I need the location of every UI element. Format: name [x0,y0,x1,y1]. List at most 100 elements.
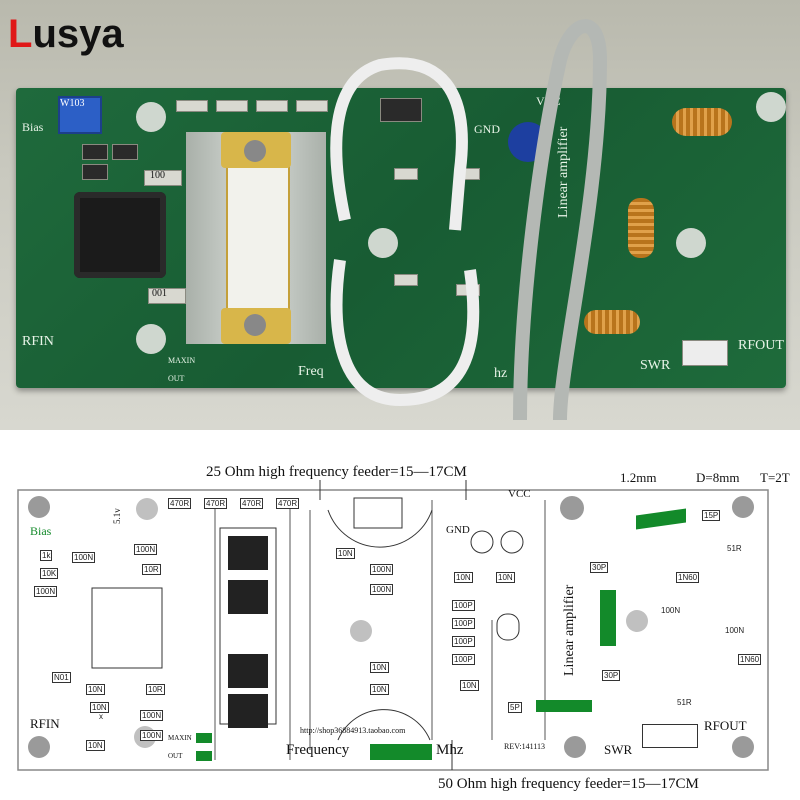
capacitor-label: 10N [370,684,389,695]
mount-hole-3 [676,228,706,258]
capacitor-label: 5P [508,702,522,713]
smd-part [296,100,328,112]
mhz-label: Mhz [436,742,464,758]
capacitor-label: 100P [452,654,475,665]
capacitor-label: 100N [660,606,682,615]
resistor-label: 51R [726,544,743,553]
capacitor-label: 100N [370,564,394,575]
out-pad [196,751,212,761]
rfout-label: RFOUT [704,718,747,733]
mount-hole-3 [732,496,754,518]
coil-mark-2 [600,590,616,646]
coax-cables [330,19,608,421]
feeder-25-ohm-caption: 25 Ohm high frequency feeder=15—17CM [206,464,467,480]
capacitor-label: 15P [702,510,721,521]
capacitor-label: 10N [496,572,515,583]
trim-pad-1 [136,498,158,520]
component-label: x [98,712,104,721]
bias-label: Bias [22,120,44,134]
capacitor-label: 100P [452,600,475,611]
component-label: N01 [52,672,71,683]
trim-pad-3 [626,610,648,632]
revision-label: REV:141113 [504,742,546,751]
vcc-label: VCC [508,488,531,500]
capacitor-label: 10N [90,702,109,713]
white-coax-lower [330,259,480,407]
capacitor-label: 100N [724,626,746,635]
brand-logo: Lusya [8,12,124,56]
toroid-coil-3 [584,310,640,334]
smd-part [380,98,422,122]
capacitor-label: 30P [590,562,609,573]
maxin-pad [196,733,212,743]
mount-hole-4 [28,736,50,758]
capacitor-label: 100N [72,552,96,563]
capacitor-label: 10N [86,684,105,695]
resistor-label: 470R [168,498,192,509]
capacitor-label: 10N [460,680,479,691]
resistor-label: 10R [142,564,161,575]
swr-label: SWR [640,358,671,373]
frequency-label: Frequency [286,742,350,758]
capacitor-label: 10N [336,548,355,559]
gnd-label: GND [446,524,470,536]
smd-part [394,274,418,286]
rfin-label: RFIN [30,716,60,731]
capacitor-label: 10N [86,740,105,751]
swr-connector-outline [642,724,698,748]
mount-hole-4 [136,324,166,354]
mount-hole-1 [28,496,50,518]
mount-hole-5 [756,92,786,122]
out-label: OUT [168,374,185,383]
linear-amplifier-label: Linear amplifier [562,584,577,676]
maxin-label: MAXIN [168,734,192,742]
mount-hole-1 [136,102,166,132]
capacitor-label: 100P [452,636,475,647]
transistor-pad [228,654,268,688]
capacitor-label: 100N [34,586,58,597]
board-outline [17,480,769,771]
gnd-label: GND [474,122,500,136]
feeder-50-ohm-caption: 50 Ohm high frequency feeder=15—17CM [438,776,699,792]
smd-part [148,288,186,304]
rfin-label: RFIN [22,334,54,349]
capacitor-label: 100N [134,544,158,555]
out-label: OUT [168,752,183,760]
coil-wire-label: 1.2mm [620,470,657,485]
mount-hole-6 [732,736,754,758]
resistor-label: 10K [40,568,59,579]
resistor-label: 1k [40,550,53,561]
zener-voltage-label: 5.1v [112,508,122,524]
diode-label: 1N60 [676,572,700,583]
r100-label: 100 [150,170,165,181]
freq-pad [370,744,432,760]
product-photo: W103 Bias 100 001 [0,0,800,430]
smd-part [176,100,208,112]
input-transformer [74,192,166,278]
transistor-pad [228,536,268,570]
resistor-label: 51R [676,698,693,707]
rfout-label: RFOUT [738,338,784,353]
toroid-coil-1 [672,108,732,136]
swr-connector [682,340,728,366]
smd-part [256,100,288,112]
pot-label: W103 [60,98,85,109]
capacitor-label: 10N [454,572,473,583]
mount-hole-2 [368,228,398,258]
coil-diameter-label: D=8mm [696,470,740,485]
swr-label: SWR [604,742,633,757]
capacitor-label: 10N [370,662,389,673]
smd-part [112,144,138,160]
maxin-label: MAXIN [168,356,196,365]
bias-label: Bias [30,524,52,538]
url-label: http://shop36884913.taobao.com [300,726,406,735]
smd-part [144,170,182,186]
resistor-label: 470R [204,498,228,509]
resistor-label: 470R [276,498,300,509]
smd-part [82,144,108,160]
diode-label: 1N60 [738,654,762,665]
capacitor-label: 100P [452,618,475,629]
smd-part [82,164,108,180]
coil-mark-3 [536,700,592,712]
freq-label: Freq [298,364,324,379]
